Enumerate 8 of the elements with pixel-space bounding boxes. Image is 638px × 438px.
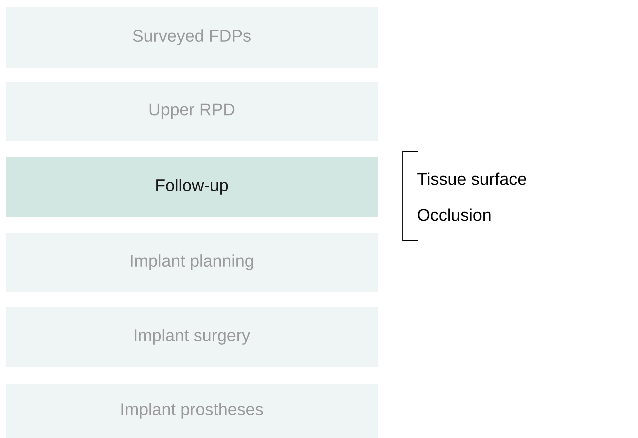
list-item: Tissue surface — [418, 172, 526, 186]
process-box: Implant prostheses — [6, 384, 378, 438]
list-item: Occlusion — [418, 208, 491, 222]
process-box: Follow-up — [6, 157, 378, 217]
process-box: Implant surgery — [6, 306, 378, 367]
process-box: Upper RPD — [6, 82, 378, 141]
process-box: Surveyed FDPs — [6, 7, 378, 68]
process-box: Implant planning — [6, 233, 378, 292]
